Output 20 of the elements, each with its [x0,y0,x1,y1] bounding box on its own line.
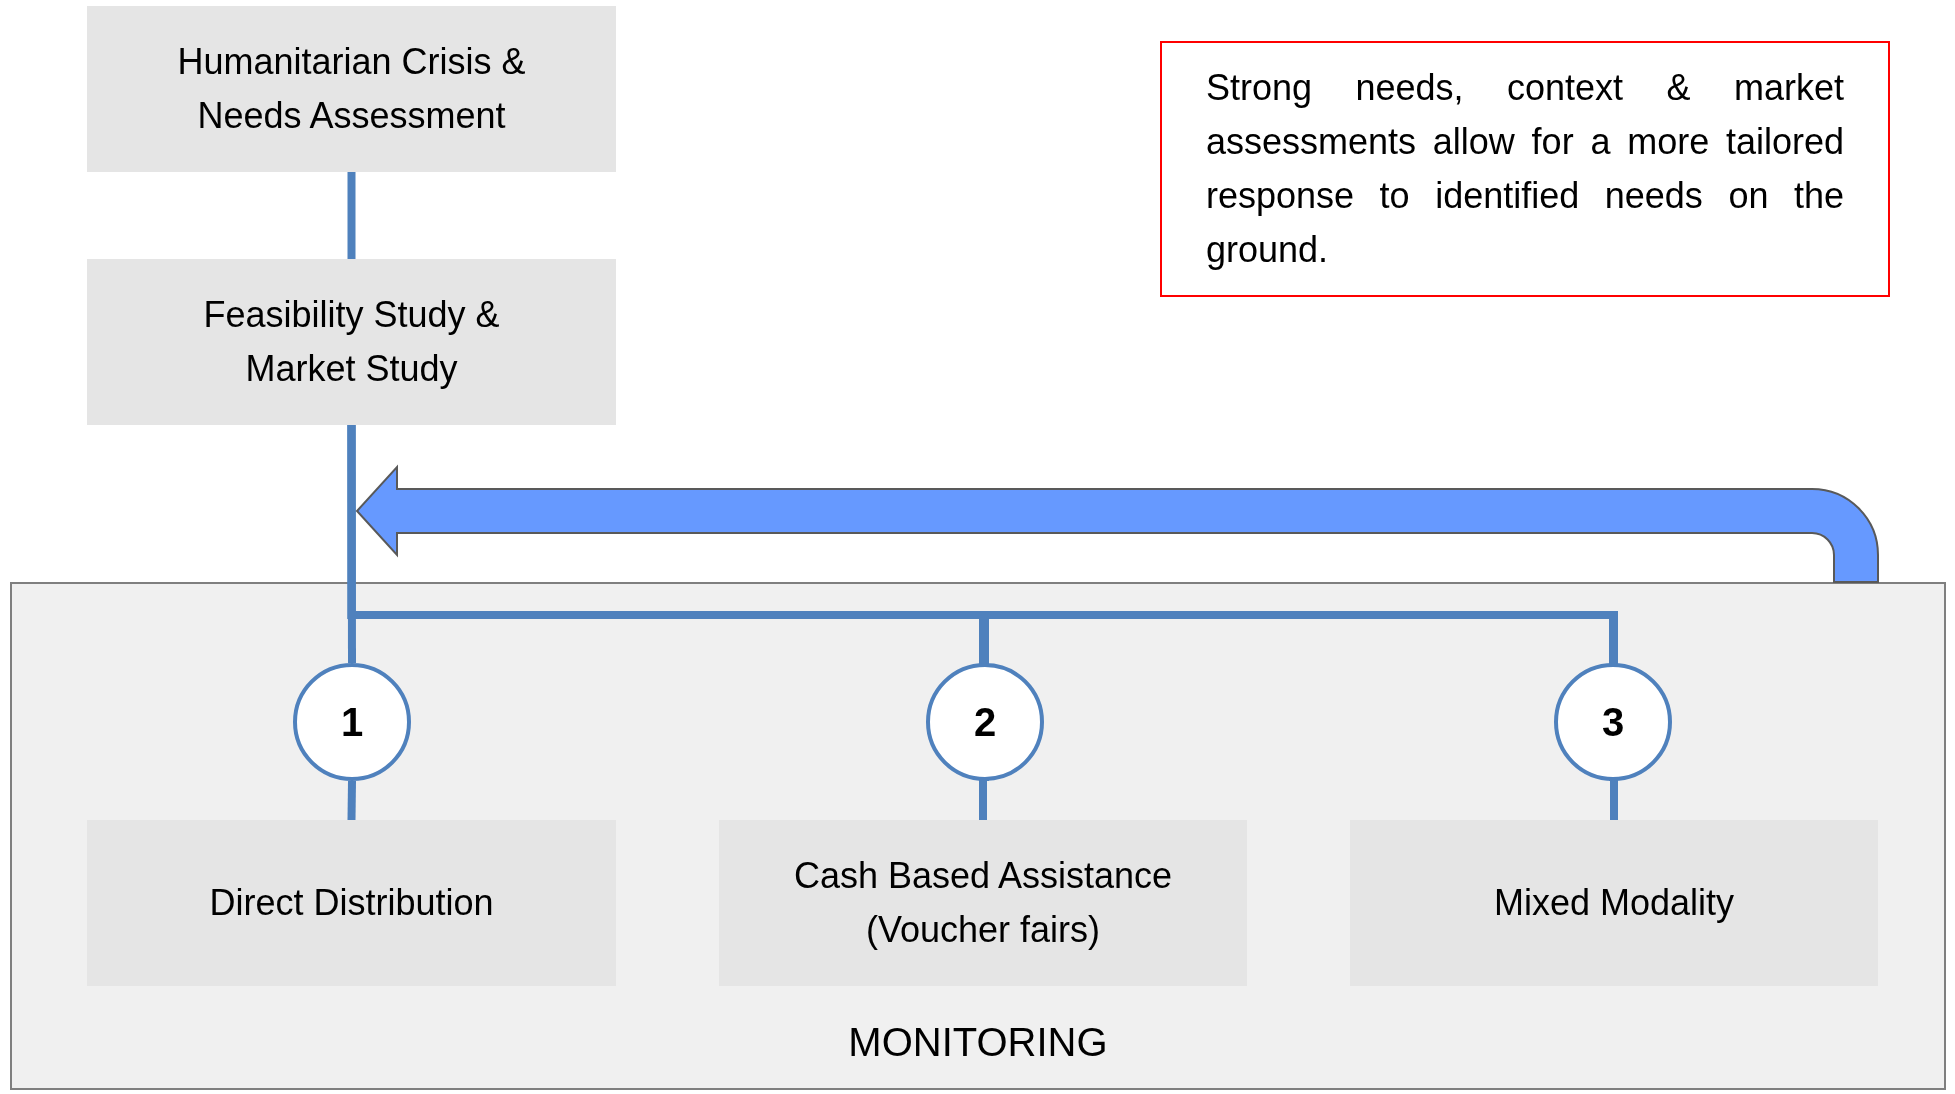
box-label: Feasibility Study & Market Study [202,293,501,391]
process-box [87,259,616,425]
monitoring-panel [10,582,1946,1090]
process-box [87,820,616,986]
connector-line [347,172,356,259]
box-label: Direct Distribution [209,881,494,925]
box-label: Humanitarian Crisis & Needs Assessment [177,40,526,138]
panel-title: MONITORING [848,1019,1108,1066]
step-number: 2 [973,699,997,746]
box-label: Mixed Modality [1493,881,1735,925]
step-number: 3 [1601,699,1625,746]
note-box [1160,41,1890,297]
box-label: Strong needs, context & market assessments allow for a more tailored response to identified needs on the ground. [1206,67,1844,270]
process-box [87,6,616,172]
box-label: Cash Based Assistance (Voucher fairs) [792,854,1174,952]
process-box [1350,820,1878,986]
connector-line [347,780,356,821]
step-number: 1 [340,699,364,746]
process-box [719,820,1247,986]
feedback-arrow [356,466,1879,583]
